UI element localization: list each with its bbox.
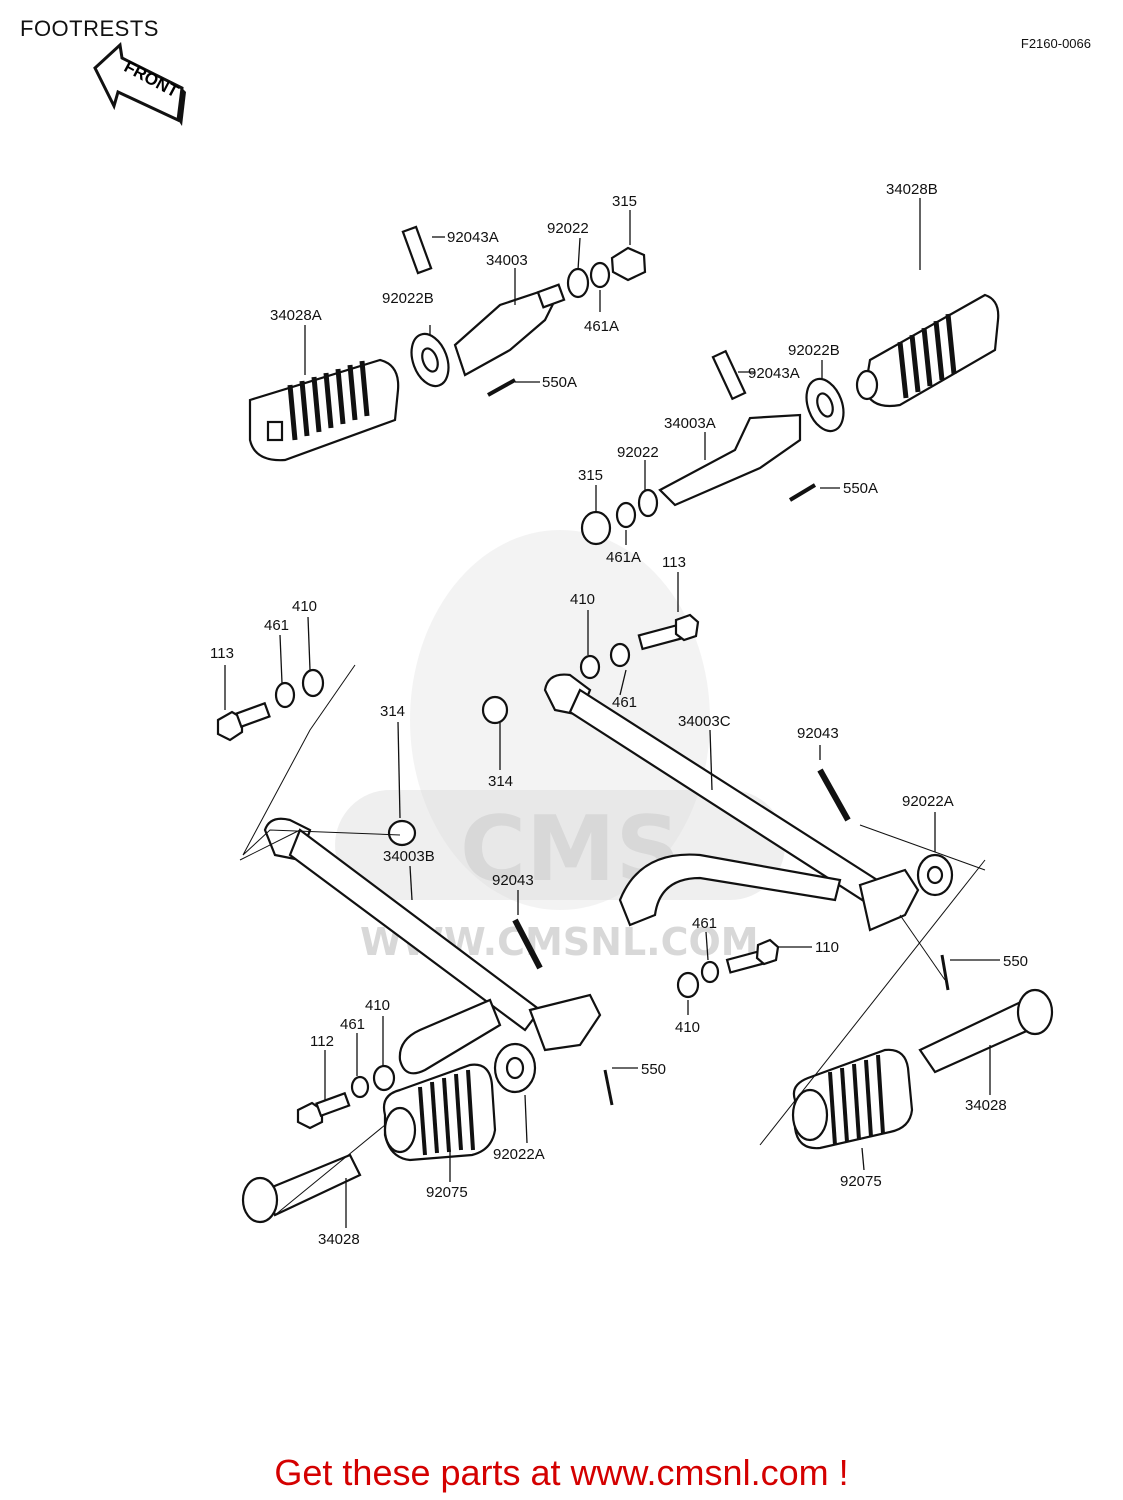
label-34028-right: 34028: [965, 1097, 1007, 1114]
label-110: 110: [815, 939, 839, 956]
label-410-right: 410: [570, 591, 595, 608]
washer-461-left: [274, 681, 296, 709]
cotter-pin-550-left: [603, 1069, 614, 1106]
footrest-arm-34003B: [263, 817, 602, 1052]
label-550-right: 550: [1003, 953, 1028, 970]
page-title: FOOTRESTS: [20, 16, 159, 41]
bolt-113-right: [637, 613, 700, 651]
leader-lines: [224, 198, 1000, 1228]
label-92043A-right: 92043A: [748, 365, 800, 382]
washer-410-low: [372, 1064, 396, 1092]
washer-92022-right: [637, 488, 659, 518]
footer-cta: Get these parts at www.cmsnl.com !: [0, 1452, 1123, 1494]
footrest-peg-body-left: [398, 998, 502, 1075]
footpeg-rubber-34028A: [248, 358, 400, 462]
label-34003B: 34003B: [383, 848, 435, 865]
front-arrow-icon: FRONT: [93, 41, 186, 126]
label-92043-right: 92043: [797, 725, 839, 742]
assembly-guide-lines: [239, 664, 986, 1216]
footpeg-bracket-34003A: [658, 413, 802, 507]
label-550A-right: 550A: [843, 480, 878, 497]
nut-314-left: [387, 819, 417, 847]
footpeg-rubber-92075-right: [791, 1048, 914, 1150]
cotter-pin-550-right: [940, 954, 950, 991]
label-34003: 34003: [486, 252, 528, 269]
label-92022-top: 92022: [547, 220, 589, 237]
label-112: 112: [310, 1033, 334, 1050]
pin-92043-left: [512, 918, 543, 970]
footrest-pin-34028-left: [241, 1153, 362, 1224]
label-315-right: 315: [578, 467, 603, 484]
label-461-right: 461: [612, 694, 637, 711]
cotter-pin-550A-right: [788, 483, 817, 502]
footpeg-rubber-34028B: [855, 293, 1000, 408]
footpeg-rubber-92075-left: [382, 1063, 497, 1162]
washer-461-right: [609, 642, 631, 668]
label-34003A: 34003A: [664, 415, 716, 432]
label-92022A-right: 92022A: [902, 793, 954, 810]
footer-link[interactable]: Get these parts at www.cmsnl.com !: [274, 1452, 849, 1493]
footrest-pin-34028-right: [918, 988, 1054, 1074]
label-92075-right: 92075: [840, 1173, 882, 1190]
watermark: CMS WWW.CMSNL.COM: [335, 530, 785, 964]
label-410-brake: 410: [675, 1019, 700, 1036]
label-92022A-left: 92022A: [493, 1146, 545, 1163]
pin-92043A-right: [711, 349, 747, 401]
diagram-code: F2160-0066: [1020, 36, 1091, 51]
bolt-112: [296, 1091, 351, 1130]
label-92043A-top: 92043A: [447, 229, 499, 246]
pin-92043A-top: [401, 225, 433, 275]
label-461-brake: 461: [692, 915, 717, 932]
label-314-left: 314: [380, 703, 405, 720]
label-461-left: 461: [264, 617, 289, 634]
label-314-right: 314: [488, 773, 513, 790]
label-410-left: 410: [292, 598, 317, 615]
label-550A-left: 550A: [542, 374, 577, 391]
label-34003C: 34003C: [678, 713, 731, 730]
label-92022B-right: 92022B: [788, 342, 840, 359]
washer-461A-top: [589, 261, 611, 289]
bolt-113-left: [216, 701, 271, 742]
pin-92043-right: [817, 768, 851, 822]
washer-410-left: [301, 668, 325, 698]
washer-92022-top: [566, 267, 590, 299]
label-410-low: 410: [365, 997, 390, 1014]
nut-315-top: [610, 246, 647, 282]
label-113-left: 113: [210, 645, 234, 662]
label-461A-right: 461A: [606, 549, 641, 566]
label-113-right: 113: [662, 554, 686, 571]
label-92022-right: 92022: [617, 444, 659, 461]
label-315-top: 315: [612, 193, 637, 210]
washer-461-low: [350, 1075, 370, 1099]
watermark-mascot-shape: [410, 530, 710, 910]
nut-314-right: [481, 695, 509, 725]
washer-461A-right: [615, 501, 637, 529]
label-92043-left: 92043: [492, 872, 534, 889]
label-550-left: 550: [641, 1061, 666, 1078]
label-461-low: 461: [340, 1016, 365, 1033]
washer-410-brake: [676, 971, 700, 999]
bolt-110: [725, 938, 780, 974]
label-92022B-left: 92022B: [382, 290, 434, 307]
nut-315-right: [580, 510, 612, 546]
label-461A-top: 461A: [584, 318, 619, 335]
label-34028A: 34028A: [270, 307, 322, 324]
footpeg-bracket-34003: [453, 288, 557, 377]
washer-461-brake: [700, 960, 720, 984]
part-labels: 92043A 92022 315 34003 92022B 461A 34028…: [210, 181, 1028, 1248]
label-34028B: 34028B: [886, 181, 938, 198]
cotter-pin-550A-left: [487, 378, 516, 397]
label-34028-left: 34028: [318, 1231, 360, 1248]
label-92075-left: 92075: [426, 1184, 468, 1201]
footrest-arm-34003C: [543, 673, 920, 932]
washer-410-right: [579, 654, 601, 680]
